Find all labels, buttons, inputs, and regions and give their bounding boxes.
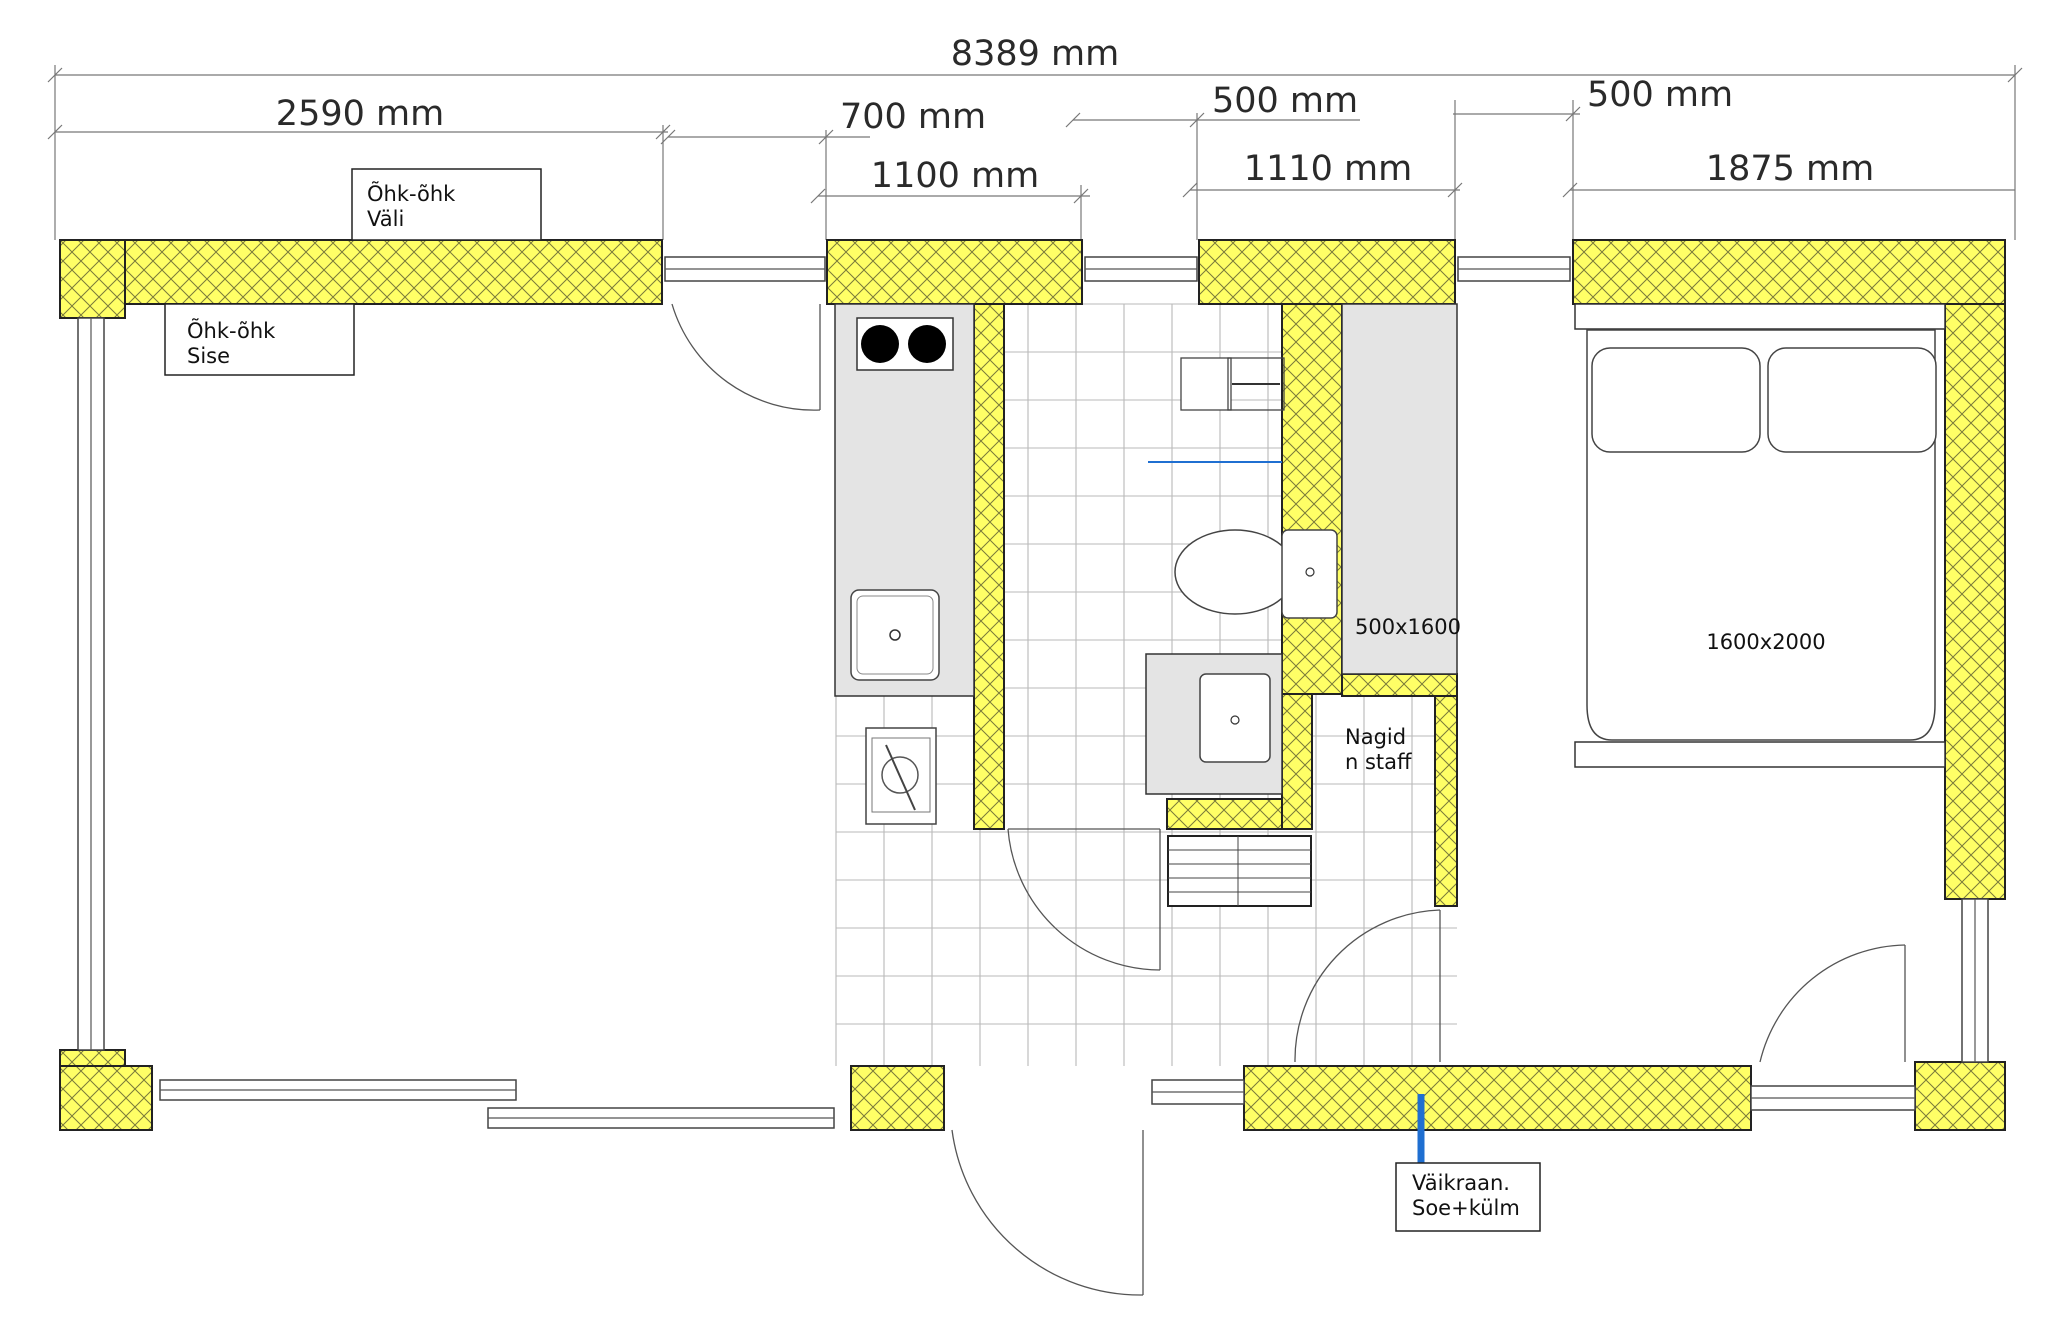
tap-box [1395,1162,1541,1232]
shelves-label-2: n staff [1345,750,1412,774]
ohk-vali-label-1: Õhk-õhk [367,180,456,206]
dim-left-room: 2590 mm [276,94,444,134]
ohk-sise-box [164,303,355,376]
pillow-left [1591,347,1761,453]
ohk-sise-label-1: Õhk-õhk [187,317,276,343]
ohk-vali-label-2: Väli [367,207,404,231]
bed [1574,303,1946,768]
ohk-vali-box [351,168,542,241]
kitchen-counter [834,303,975,825]
shelves-label-1: Nagid [1345,725,1406,749]
dim-bedroom: 1875 mm [1706,149,1874,189]
bath-sink-icon [1199,673,1271,763]
walls [59,239,2006,1131]
doors [671,303,1906,1296]
windows [77,256,1989,1129]
radiator-icon [1167,835,1312,907]
tap-label-1: Väikraan. [1412,1171,1510,1195]
toilet-icon [1174,529,1296,615]
dim-bath: 1110 mm [1244,149,1412,189]
dim-gap-700: 700 mm [840,97,986,137]
pillow-right [1767,347,1937,453]
dim-kitchen: 1100 mm [871,156,1039,196]
kitchen-sink-icon [850,589,940,681]
dim-gap-500-a: 500 mm [1212,81,1358,121]
hob-icon [861,325,899,363]
bathroom [1145,303,1458,907]
tap-label-2: Soe+külm [1412,1196,1520,1220]
shower-label: 500x1600 [1355,615,1461,639]
ohk-sise-label-2: Sise [187,344,230,368]
dim-gap-500-b: 500 mm [1587,75,1733,115]
bed-label: 1600x2000 [1706,630,1825,654]
washing-machine-icon [865,727,937,825]
dim-overall: 8389 mm [951,34,1119,74]
dimension-lines [47,65,2023,240]
